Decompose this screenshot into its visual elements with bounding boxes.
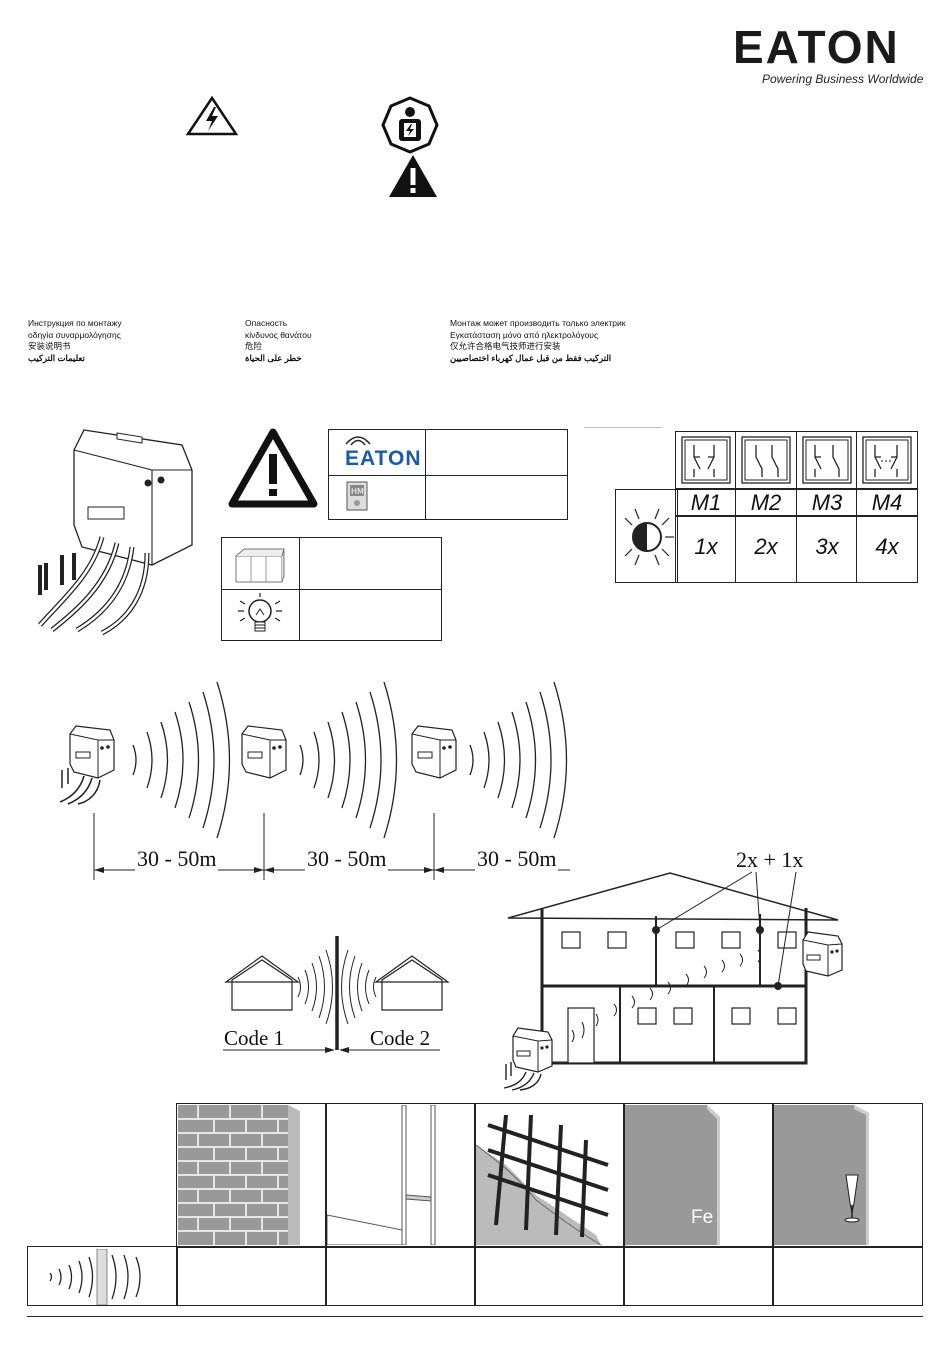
house-diagram xyxy=(503,871,843,1091)
electrician-text-zh: 仅允许合格电气技师进行安装 xyxy=(450,341,561,351)
mode-header-m1: M1 xyxy=(690,490,722,515)
mode-header-m4: M4 xyxy=(871,490,903,515)
mode-m3-icon xyxy=(802,436,852,484)
electrician-text-ru: Монтаж может производить только электрик xyxy=(450,318,626,328)
radio-icon xyxy=(345,436,371,446)
distance-label-2: 30 - 50m xyxy=(305,846,389,872)
electrician-text-el: Εγκατάσταση μόνο από ηλεκτρολόγους xyxy=(450,329,599,340)
glass-wall-icon xyxy=(774,1105,869,1245)
electrician-text-ar: التركيب فقط من قبل عمال كهرباء اختصاصيين xyxy=(450,352,612,363)
danger-text-el: κίνδυνος θανάτου xyxy=(245,329,312,340)
modes-table: M1 M2 M3 M4 1x 2x 3x 4x xyxy=(615,431,918,583)
electrician-column: Монтаж может производить только электрик… xyxy=(450,318,625,364)
legend-box: EATON HM xyxy=(328,429,568,520)
mode-count-2: 2x xyxy=(754,534,778,559)
mode-header-m2: M2 xyxy=(750,490,782,515)
instruction-text-el: οδηγία συναρμολόγησης xyxy=(28,329,121,340)
instruction-text-ru: Инструкция по монтажу xyxy=(28,318,122,328)
instruction-text-zh: 安装说明书 xyxy=(28,341,71,351)
materials-table: Fe xyxy=(27,1103,923,1306)
fe-label: Fe xyxy=(691,1207,714,1228)
instruction-text-ar: تعليمات التركيب xyxy=(28,352,85,363)
code-1-label: Code 1 xyxy=(224,1026,285,1050)
mode-m4-icon xyxy=(862,436,912,484)
device-icon xyxy=(235,548,285,583)
sun-icon xyxy=(624,508,674,566)
metal-plate-icon xyxy=(625,1105,720,1245)
press-count-label: 2x + 1x xyxy=(736,847,804,872)
svg-text:HM: HM xyxy=(351,487,364,496)
electrician-icon xyxy=(381,96,439,154)
hm-icon: HM xyxy=(346,481,368,511)
eaton-logo: EATON xyxy=(733,21,900,73)
load-type-box xyxy=(221,537,442,641)
eaton-tagline: Powering Business Worldwide xyxy=(762,72,924,86)
mode-m1-icon xyxy=(681,436,731,484)
brick-wall-icon xyxy=(178,1105,300,1245)
signal-penetration-icon xyxy=(49,1249,141,1305)
danger-text-zh: 危险 xyxy=(245,341,263,351)
code-diagram xyxy=(223,936,450,1053)
instruction-column: Инструкция по монтажу οδηγία συναρμολόγη… xyxy=(28,318,122,364)
reinforced-concrete-icon xyxy=(476,1114,609,1245)
mode-count-1: 1x xyxy=(694,534,718,559)
mode-count-3: 3x xyxy=(815,534,839,559)
panel-wall-icon xyxy=(327,1105,436,1245)
code-2-label: Code 2 xyxy=(370,1026,431,1050)
warning-icon xyxy=(389,155,437,197)
danger-text-ru: Опасность xyxy=(245,318,288,328)
warning-triangle-icon xyxy=(228,428,318,508)
danger-column: Опасность κίνδυνος θανάτου 危险 خطر على ال… xyxy=(245,318,312,364)
distance-label-3: 30 - 50m xyxy=(475,846,559,872)
lightning-warning-icon xyxy=(186,96,238,136)
danger-text-ar: خطر على الحياة xyxy=(245,352,302,363)
device-illustration xyxy=(38,429,193,636)
lightbulb-icon xyxy=(238,593,282,632)
mode-count-4: 4x xyxy=(875,534,899,559)
eaton-mark: EATON xyxy=(345,447,422,470)
mode-header-m3: M3 xyxy=(811,490,843,515)
distance-label-1: 30 - 50m xyxy=(135,846,219,872)
mode-m2-icon xyxy=(741,436,791,484)
